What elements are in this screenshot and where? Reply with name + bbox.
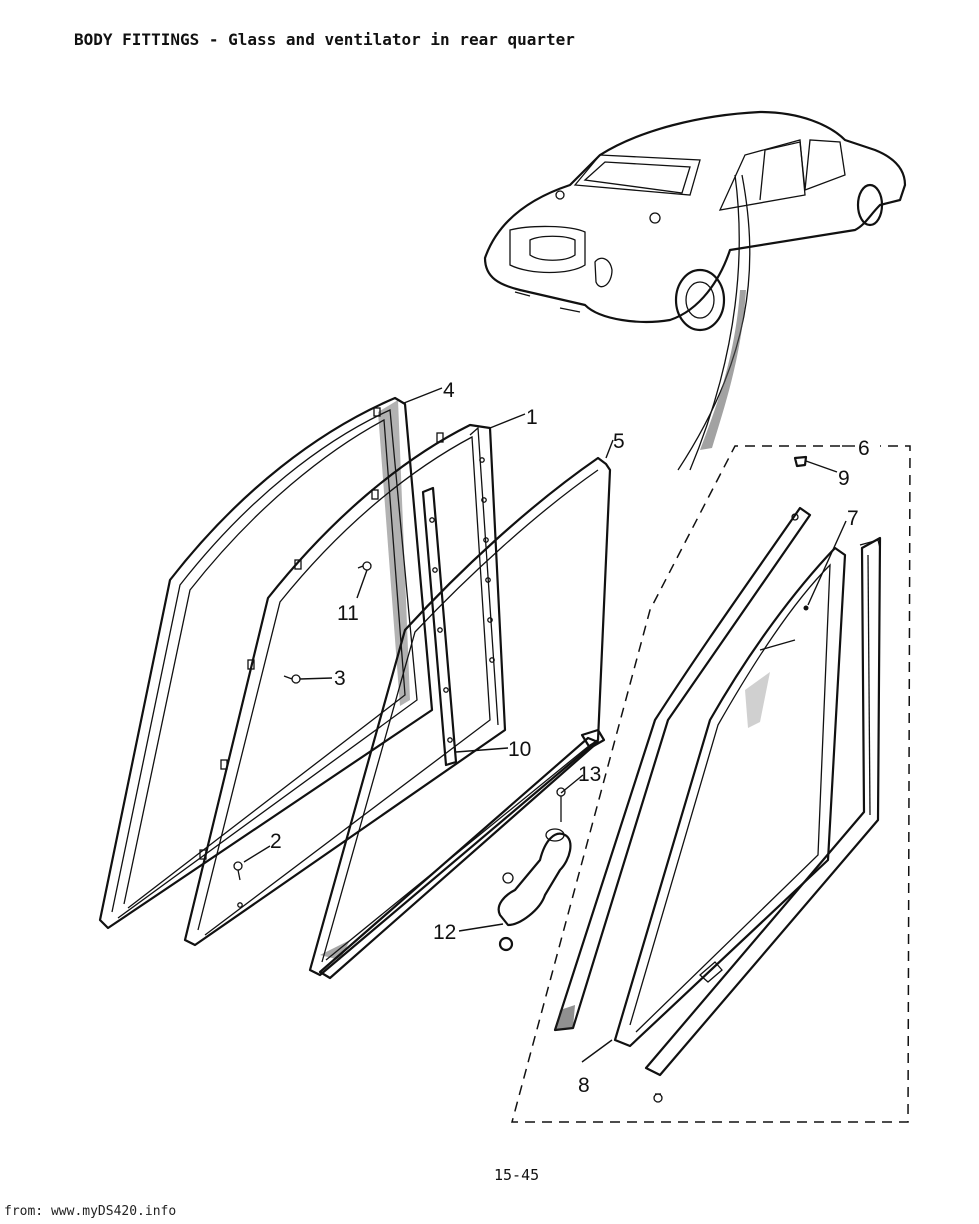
page-title: BODY FITTINGS - Glass and ventilator in … [74,30,575,49]
part-12-catch-assembly [497,828,572,952]
assembly-6-outline [511,445,911,1123]
callout-4: 4 [443,379,455,402]
callout-5: 5 [613,430,625,453]
callout-8: 8 [578,1074,590,1097]
callout-1: 1 [526,406,538,429]
part-1-window-frame [183,423,507,947]
car-illustration [483,110,907,471]
ventilator-rear-pillar [644,536,882,1077]
callout-12: 12 [433,921,456,944]
bottom-fastener [653,1093,663,1103]
callout-7: 7 [847,507,859,530]
part-4-outer-channel [98,396,434,930]
sill-channel [318,728,606,980]
part-5-seal-frame [308,456,612,977]
part-7-ventilator-glass [613,546,847,1048]
source-footer: from: www.myDS420.info [4,1204,177,1219]
callout-2: 2 [270,830,282,853]
callout-labels: 1 2 3 4 5 6 7 8 9 10 11 12 13 [270,379,870,1097]
callout-9: 9 [838,467,850,490]
callout-13: 13 [578,763,601,786]
callout-6: 6 [858,437,870,460]
ventilator-front-channel [553,506,812,1032]
part-10-division-channel [421,486,458,767]
callout-11: 11 [337,602,359,625]
part-9-fastener [793,455,808,468]
page-number: 15-45 [494,1166,540,1184]
callout-10: 10 [508,738,531,761]
callout-leaders [243,387,855,1063]
callout-3: 3 [334,667,346,690]
part-13-screw [556,787,566,822]
